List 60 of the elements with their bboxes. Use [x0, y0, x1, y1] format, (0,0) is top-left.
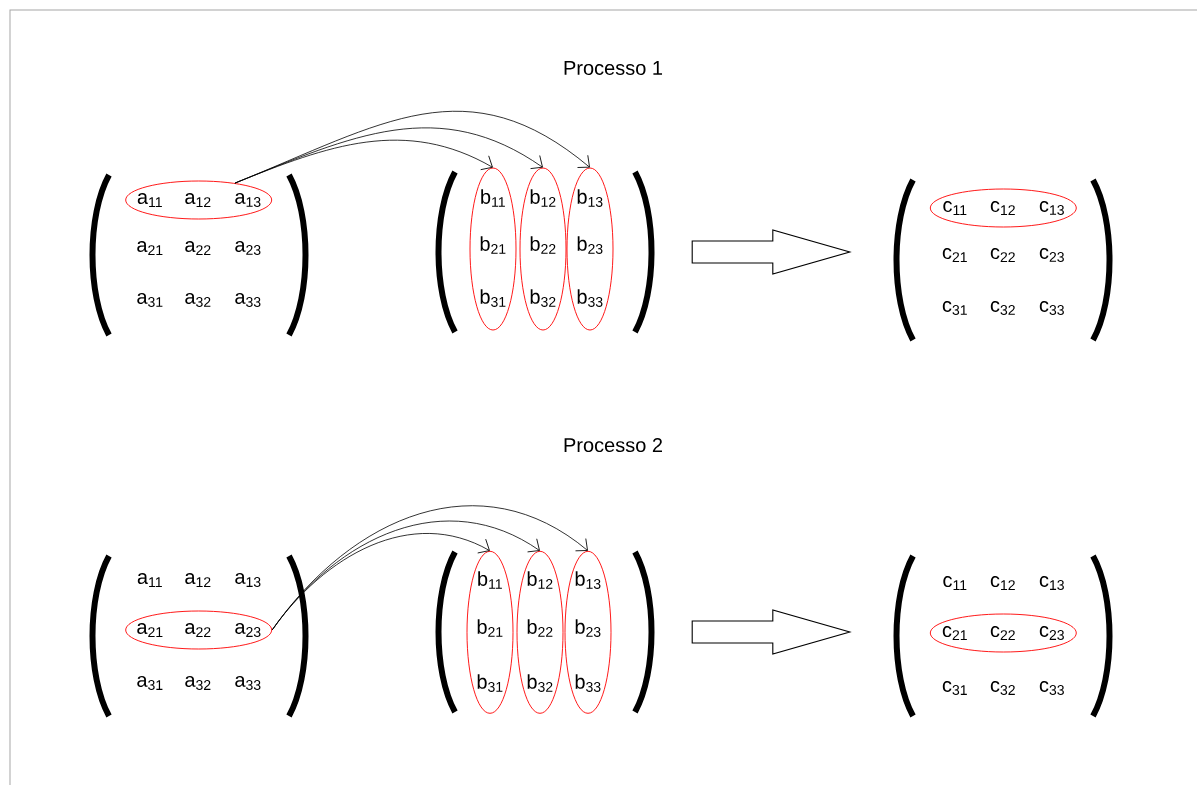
matrix-entry: c$_{11}$ [943, 201, 967, 215]
matrix-entry: a$_{13}$ [235, 573, 261, 587]
matrix-entry: a$_{31}$ [137, 293, 163, 307]
matrix-entry: c$_{31}$ [942, 301, 967, 315]
matrix-entry: a$_{22}$ [185, 241, 211, 255]
matrix-entry: b$_{13}$ [577, 189, 603, 207]
matrix-entry: a$_{33}$ [235, 676, 261, 690]
matrix-entry: a$_{31}$ [137, 676, 163, 690]
matrix-entry: c$_{12}$ [990, 201, 1015, 215]
matrix-entry: b$_{11}$ [478, 571, 502, 589]
matrix-entry: c$_{33}$ [1039, 301, 1064, 315]
matrix-entry: b$_{22}$ [530, 236, 556, 254]
matrix-entry: c$_{32}$ [990, 301, 1015, 315]
matrix-entry: c$_{23}$ [1039, 626, 1064, 640]
curved-arrow [271, 505, 588, 631]
matrix-entry: a$_{22}$ [185, 623, 211, 637]
block-arrow [691, 609, 852, 655]
matrix-entry: c$_{22}$ [990, 626, 1015, 640]
matrix-entry: c$_{33}$ [1039, 681, 1064, 695]
matrix-entry: c$_{31}$ [942, 681, 967, 695]
matrix-entry: a$_{13}$ [235, 193, 261, 207]
matrix-entry: a$_{32}$ [185, 676, 211, 690]
matrix-entry: b$_{32}$ [527, 674, 553, 692]
matrix-entry: b$_{12}$ [530, 189, 556, 207]
matrix-entry: c$_{22}$ [990, 248, 1015, 262]
matrix-entry: b$_{32}$ [530, 289, 556, 307]
matrix-entry: a$_{21}$ [137, 241, 163, 255]
matrix-entry: c$_{21}$ [942, 626, 967, 640]
matrix-entry: b$_{31}$ [477, 674, 503, 692]
matrix-entry: a$_{33}$ [235, 293, 261, 307]
matrix-entry: a$_{11}$ [137, 193, 162, 207]
curved-arrow [234, 110, 590, 184]
block-arrow [691, 229, 852, 275]
matrix-entry: b$_{22}$ [527, 619, 553, 637]
matrix-entry: a$_{32}$ [185, 293, 211, 307]
matrix-entry: c$_{13}$ [1039, 576, 1064, 590]
matrix-entry: b$_{21}$ [477, 619, 503, 637]
matrix-entry: a$_{23}$ [235, 241, 261, 255]
matrix-entry: b$_{13}$ [575, 571, 601, 589]
matrix-entry: b$_{23}$ [577, 236, 603, 254]
matrix-entry: a$_{12}$ [185, 193, 211, 207]
matrix-entry: c$_{12}$ [990, 576, 1015, 590]
matrix-entry: c$_{23}$ [1039, 248, 1064, 262]
matrix-entry: b$_{33}$ [575, 674, 601, 692]
matrix-entry: c$_{32}$ [990, 681, 1015, 695]
matrix-entry: a$_{11}$ [137, 573, 162, 587]
matrix-entry: b$_{21}$ [480, 236, 506, 254]
matrix-entry: a$_{12}$ [185, 573, 211, 587]
matrix-entry: b$_{31}$ [480, 289, 506, 307]
matrix-entry: c$_{21}$ [942, 248, 967, 262]
matrix-entry: a$_{23}$ [235, 623, 261, 637]
matrix-entry: b$_{11}$ [481, 189, 505, 207]
matrix-entry: c$_{13}$ [1039, 201, 1064, 215]
matrix-entry: b$_{33}$ [577, 289, 603, 307]
matrix-entry: b$_{23}$ [575, 619, 601, 637]
process-title: Processo 1 [564, 61, 663, 75]
matrix-entry: b$_{12}$ [527, 571, 553, 589]
matrix-entry: a$_{21}$ [137, 623, 163, 637]
process-title: Processo 2 [564, 437, 662, 453]
matrix-entry: c$_{11}$ [943, 576, 967, 590]
